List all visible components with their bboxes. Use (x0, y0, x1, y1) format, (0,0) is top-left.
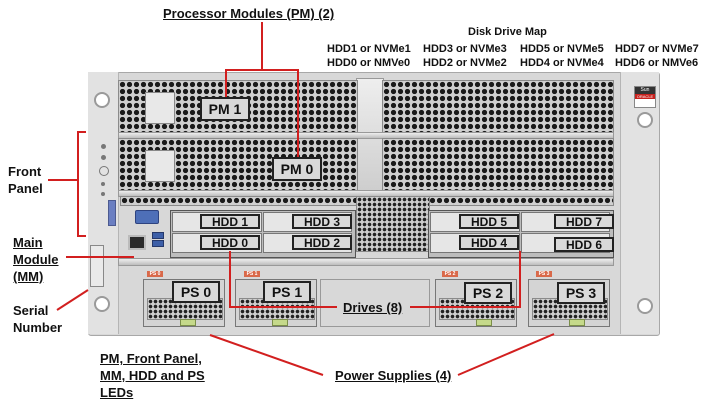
serial-number-callout-line (56, 289, 89, 311)
usb-port[interactable] (152, 232, 164, 239)
led-icon (101, 155, 106, 160)
pm0-right-grille (382, 138, 614, 192)
power-supplies-callout-line (457, 333, 555, 376)
ps1-tag: PS 1 (244, 271, 260, 277)
disk-map-column-4: HDD7 or NVMe7 HDD6 or NMVe6 (615, 42, 699, 70)
front-panel-callout: Front Panel (8, 163, 43, 197)
callout-text: Panel (8, 181, 43, 196)
ps0-tag: PS 0 (147, 271, 163, 277)
disk-map-entry: HDD1 or NVMe1 (327, 43, 411, 55)
ps1-label: PS 1 (263, 281, 311, 303)
pm1-left-grille (118, 80, 358, 134)
ps-blank-area (320, 279, 430, 327)
pm1-right-grille (382, 80, 614, 134)
disk-drive-map-title: Disk Drive Map (468, 26, 547, 38)
disk-map-entry: HDD3 or NVMe3 (423, 43, 507, 55)
callout-text: LEDs (100, 385, 134, 400)
drives-callout-line (410, 251, 521, 308)
rack-mount-hole (94, 296, 110, 312)
ps3-tag: PS 3 (536, 271, 552, 277)
callout-text: Main (13, 235, 43, 250)
hdd3-label: HDD 3 (292, 214, 352, 229)
ps3-label: PS 3 (557, 282, 605, 304)
hdd2-label: HDD 2 (292, 235, 352, 250)
ps-latch[interactable] (272, 319, 288, 326)
pm0-label: PM 0 (272, 157, 322, 181)
hdd0-label: HDD 0 (200, 235, 260, 250)
disk-map-entry: HDD5 or NVMe5 (520, 43, 604, 55)
hdd6-label: HDD 6 (554, 237, 614, 252)
front-panel-leds (98, 140, 109, 220)
disk-map-entry: HDD4 or NVMe4 (520, 57, 604, 69)
vga-port[interactable] (135, 210, 159, 224)
pm1-handle[interactable] (145, 92, 175, 124)
pm-callout-line (225, 69, 299, 157)
processor-modules-callout: Processor Modules (PM) (2) (163, 6, 335, 21)
pm-rail (118, 132, 614, 139)
ps2-tag: PS 2 (442, 271, 458, 277)
usb-port[interactable] (152, 240, 164, 247)
hdd7-label: HDD 7 (554, 214, 614, 229)
oracle-logo-text: ORACLE (635, 94, 655, 99)
led-icon (101, 192, 105, 196)
callout-text: (MM) (13, 269, 44, 284)
rack-mount-hole (637, 112, 653, 128)
callout-text: MM, HDD and PS (100, 368, 205, 383)
disk-map-column-1: HDD1 or NVMe1 HDD0 or NMVe0 (327, 42, 411, 70)
callout-text: Number (13, 320, 63, 335)
disk-map-entry: HDD0 or NMVe0 (327, 57, 411, 69)
ps-latch[interactable] (569, 319, 585, 326)
hdd1-label: HDD 1 (200, 214, 260, 229)
power-button-icon[interactable] (99, 166, 109, 176)
front-panel-callout-line (77, 131, 86, 237)
disk-map-entry: HDD2 or NVMe2 (423, 57, 507, 69)
hdd5-label: HDD 5 (459, 214, 519, 229)
ps0-label: PS 0 (172, 281, 220, 303)
rack-mount-hole (94, 92, 110, 108)
mm-center-grille (356, 196, 430, 252)
drives-callout-line (229, 251, 337, 308)
leds-callout: PM, Front Panel, MM, HDD and PS LEDs (100, 350, 205, 401)
disk-map-column-2: HDD3 or NVMe3 HDD2 or NVMe2 (423, 42, 507, 70)
pm0-handle[interactable] (145, 150, 175, 182)
serial-number-tag (90, 245, 104, 287)
disk-map-entry: HDD7 or NVMe7 (615, 43, 699, 55)
power-supplies-callout: Power Supplies (4) (335, 368, 452, 383)
serial-number-callout: Serial Number (13, 302, 62, 336)
ps2-label: PS 2 (464, 282, 512, 304)
led-icon (101, 144, 106, 149)
drives-callout: Drives (8) (343, 300, 403, 315)
pm1-label: PM 1 (200, 97, 250, 121)
main-module-callout: Main Module (MM) (13, 234, 59, 285)
power-supplies-callout-line (209, 334, 324, 376)
hdd4-label: HDD 4 (459, 235, 519, 250)
mm-led-tag (108, 200, 116, 226)
callout-text: Module (13, 252, 59, 267)
disk-map-column-3: HDD5 or NVMe5 HDD4 or NVMe4 (520, 42, 604, 70)
ps-latch[interactable] (180, 319, 196, 326)
callout-text: Serial (13, 303, 49, 318)
callout-text: PM, Front Panel, (100, 351, 202, 366)
mm-bottom-rail (118, 258, 614, 266)
sun-logo-text: Sun (635, 87, 655, 94)
oracle-sun-logo: Sun ORACLE (634, 86, 656, 108)
led-icon (101, 182, 105, 186)
callout-text: Front (8, 164, 42, 179)
ps-latch[interactable] (476, 319, 492, 326)
ethernet-port[interactable] (128, 235, 146, 250)
rack-mount-hole (637, 298, 653, 314)
disk-map-entry: HDD6 or NMVe6 (615, 57, 699, 69)
